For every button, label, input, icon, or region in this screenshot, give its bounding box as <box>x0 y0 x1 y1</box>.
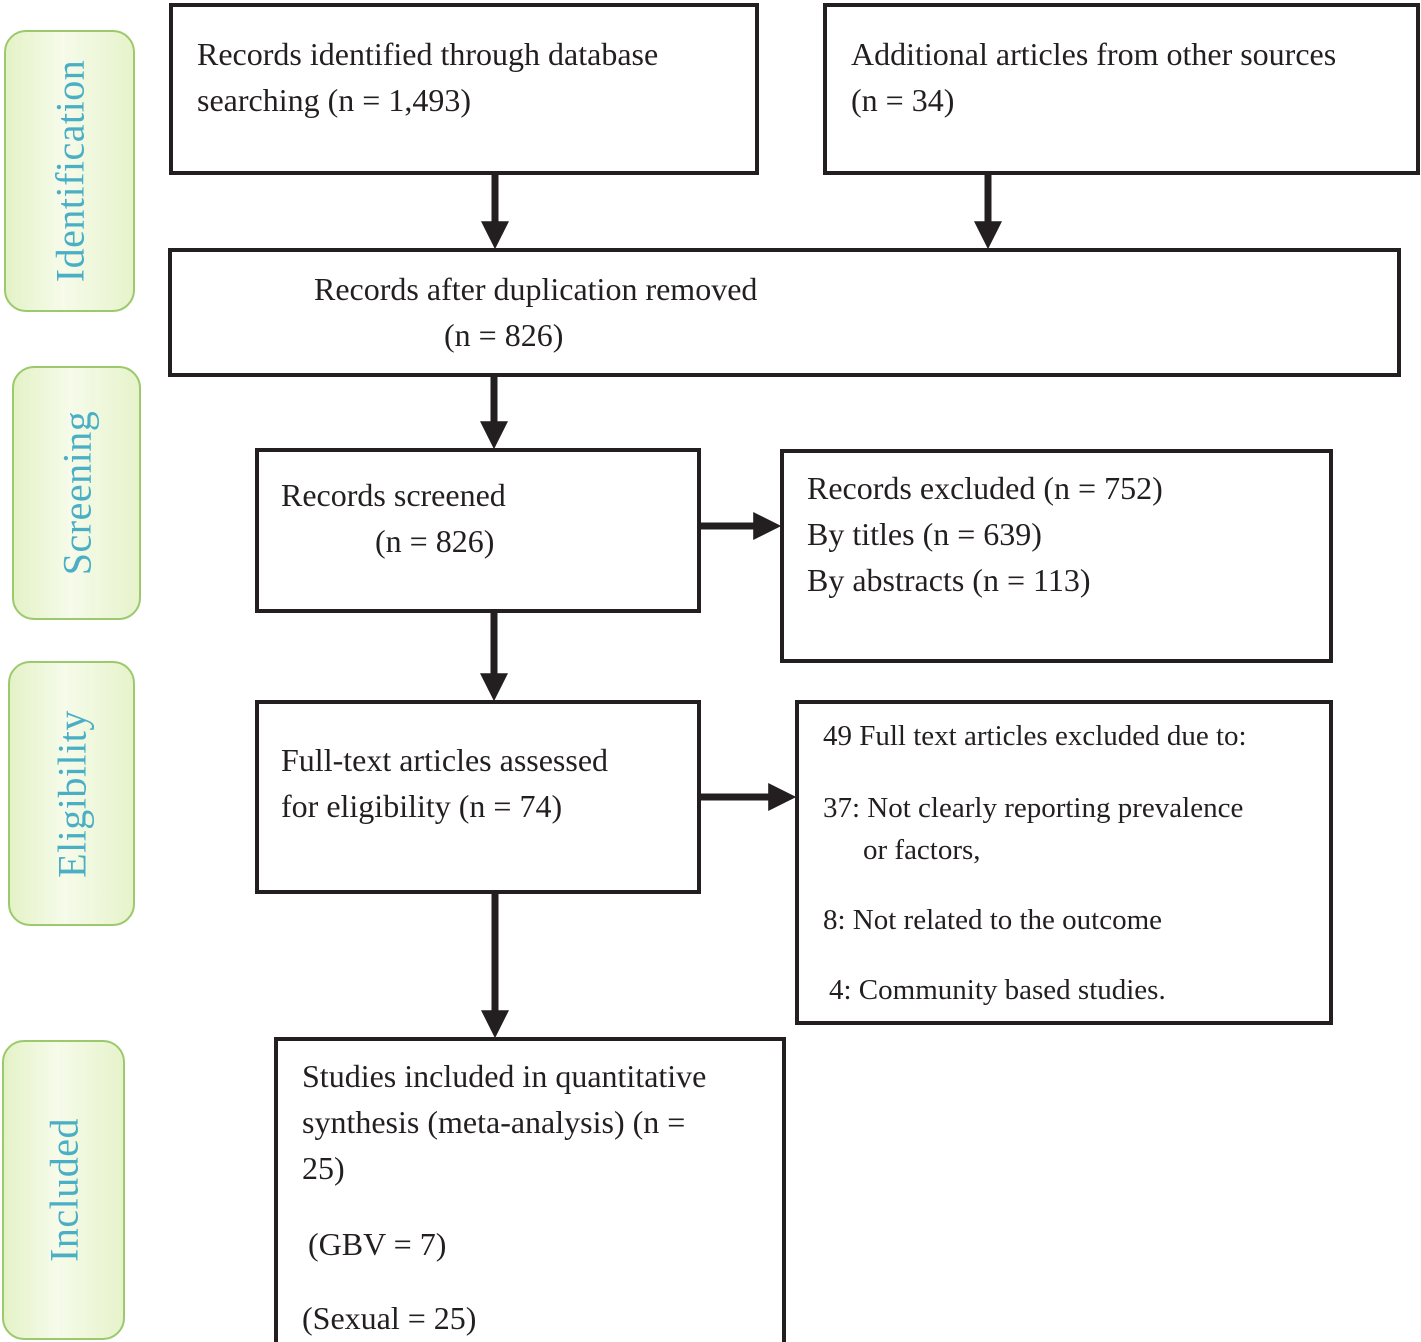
fulltext-excluded-header: 49 Full text articles excluded due to: <box>823 720 1247 752</box>
records-excluded-line1: Records excluded (n = 752) <box>807 470 1163 506</box>
box-after-dedup: Records after duplication removed (n = 8… <box>168 248 1401 377</box>
fulltext-excluded-reason2: 8: Not related to the outcome <box>823 904 1163 936</box>
box-fulltext-excluded: 49 Full text articles excluded due to: 3… <box>795 700 1333 1025</box>
records-excluded-line2: By titles (n = 639) <box>807 516 1042 552</box>
studies-included-line3: 25) <box>302 1150 345 1186</box>
box-studies-included: Studies included in quantitative synthes… <box>274 1037 786 1342</box>
box-database-records: Records identified through database sear… <box>169 3 759 175</box>
fulltext-excluded-reason1-line2: or factors, <box>863 834 981 866</box>
records-screened-line1: Records screened <box>281 477 506 513</box>
box-records-excluded: Records excluded (n = 752) By titles (n … <box>780 449 1333 663</box>
other-sources-line1: Additional articles from other sources <box>851 36 1337 72</box>
studies-included-line1: Studies included in quantitative <box>302 1058 707 1094</box>
studies-included-sexual: (Sexual = 25) <box>302 1300 477 1336</box>
stage-identification: Identification <box>4 30 135 312</box>
stage-included: Included <box>2 1040 125 1340</box>
records-excluded-line3: By abstracts (n = 113) <box>807 562 1091 598</box>
after-dedup-line1: Records after duplication removed <box>314 271 758 307</box>
fulltext-assessed-line1: Full-text articles assessed <box>281 742 609 778</box>
box-other-sources: Additional articles from other sources (… <box>823 3 1420 175</box>
fulltext-assessed-line2: for eligibility (n = 74) <box>281 788 563 824</box>
fulltext-excluded-reason3: 4: Community based studies. <box>829 974 1166 1006</box>
records-screened-line2: (n = 826) <box>375 523 495 559</box>
studies-included-gbv: (GBV = 7) <box>308 1226 447 1262</box>
fulltext-excluded-reason1-line1: 37: Not clearly reporting prevalence <box>823 792 1244 824</box>
other-sources-line2: (n = 34) <box>851 82 955 118</box>
database-records-line2: searching (n = 1,493) <box>197 82 471 118</box>
stage-eligibility: Eligibility <box>8 661 135 926</box>
stage-screening: Screening <box>12 366 141 620</box>
after-dedup-line2: (n = 826) <box>444 317 564 353</box>
box-fulltext-assessed: Full-text articles assessed for eligibil… <box>255 700 701 894</box>
box-records-screened: Records screened (n = 826) <box>255 448 701 613</box>
studies-included-line2: synthesis (meta-analysis) (n = <box>302 1104 686 1140</box>
database-records-line1: Records identified through database <box>197 36 659 72</box>
